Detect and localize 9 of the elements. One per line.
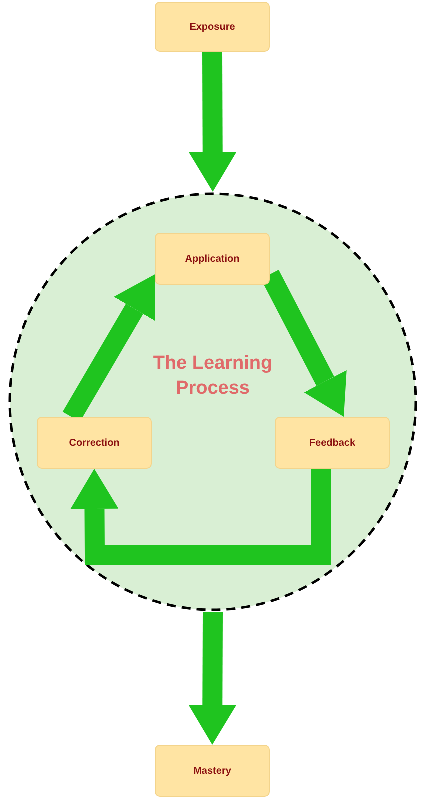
arrow [70, 469, 331, 565]
stage-box: Mastery [155, 745, 270, 797]
arrow [188, 612, 237, 745]
stage-box: Correction [37, 417, 152, 469]
stage-box: Exposure [155, 2, 270, 52]
cycle-title: The Learning Process [152, 352, 274, 401]
stage-box: Application [155, 233, 270, 285]
arrow [188, 52, 237, 192]
stage-box: Feedback [275, 417, 390, 469]
